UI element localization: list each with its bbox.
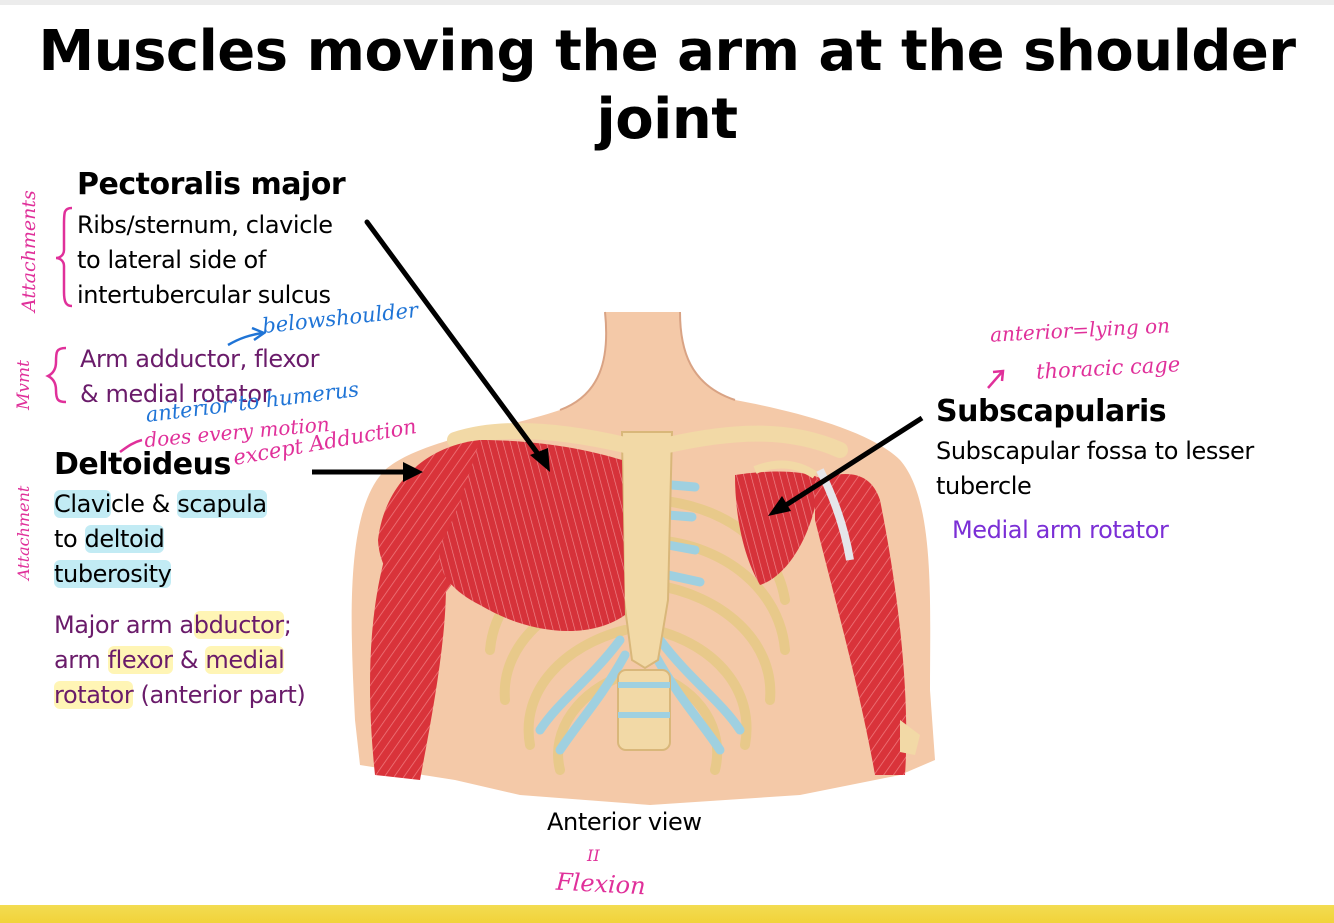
deltoideus-action-line: Major arm abductor; — [54, 608, 305, 643]
pectoralis-attachment-line: to lateral side of — [77, 246, 266, 274]
brace-icon — [45, 346, 67, 404]
text-fragment: cle — [111, 490, 145, 518]
deltoideus-attachment-line: to deltoid — [54, 522, 267, 557]
arrow-icon — [364, 219, 550, 472]
pectoralis-actions: Arm adductor, flexor & medial rotator — [80, 342, 320, 412]
pectoralis-action-line: & medial rotator — [80, 380, 272, 408]
deltoideus-actions: Major arm abductor; arm flexor & medial … — [54, 608, 306, 713]
highlight: bductor — [193, 611, 284, 639]
arrow-icon — [312, 462, 423, 482]
subscapularis-attachment-line: tubercle — [936, 472, 1032, 500]
right-upper-arm-muscle — [815, 474, 907, 775]
sternum — [620, 431, 674, 670]
pectoralis-action-line: Arm adductor, flexor — [80, 345, 320, 373]
text-fragment: ; — [283, 611, 292, 639]
subscapularis-attachment-line: Subscapular fossa to lesser — [936, 437, 1254, 465]
subscapularis-attachments: Subscapular fossa to lesser tubercle — [936, 434, 1254, 504]
left-upper-arm-muscle — [370, 540, 446, 780]
highlight: medial — [205, 646, 285, 674]
figure-caption: Anterior view — [547, 808, 702, 836]
deltoideus-action-line: rotator (anterior part) — [54, 678, 306, 713]
slide-bottom-bar — [0, 905, 1334, 923]
slide-title: Muscles moving the arm at the shoulder j… — [0, 18, 1334, 154]
highlight: scapula — [177, 490, 267, 518]
text-fragment: & — [172, 646, 206, 674]
annotation-equals-sign: II — [587, 846, 600, 865]
text-fragment: (anterior part) — [133, 681, 306, 709]
pectoralis-heading: Pectoralis major — [77, 167, 346, 202]
title-line-2: joint — [596, 87, 739, 152]
highlight: deltoid — [84, 525, 165, 553]
pectoralis-attachment-line: Ribs/sternum, clavicle — [77, 211, 333, 239]
deltoideus-action-line: arm flexor & medial — [54, 643, 305, 678]
deltoideus-heading: Deltoideus — [54, 447, 231, 482]
highlight: Clavi — [54, 490, 112, 518]
right-clavicle — [660, 425, 848, 458]
vertebrae — [617, 669, 671, 751]
brace-icon — [55, 206, 73, 308]
slide-top-border — [0, 0, 1334, 5]
subscapularis-muscle — [735, 471, 820, 585]
title-line-1: Muscles moving the arm at the shoulder — [38, 19, 1296, 84]
deltoideus-attachments: Clavicle & scapula to deltoid tuberosity — [54, 487, 267, 592]
highlight: tuberosity — [54, 560, 172, 588]
annotation-attachments: Attachments — [18, 190, 40, 312]
annotation-attachment: Attachment — [14, 485, 33, 580]
text-fragment: & — [144, 490, 178, 518]
costal-cartilage — [535, 480, 745, 755]
highlight: flexor — [107, 646, 173, 674]
deltoideus-attachment-line: Clavicle & scapula — [54, 487, 267, 522]
pectoralis-major-muscle — [439, 440, 625, 632]
deltoideus-attachment-line: tuberosity — [54, 557, 267, 592]
left-clavicle — [447, 422, 633, 453]
arrow-icon — [768, 415, 924, 516]
annotation-mvmt: Mvmt — [14, 360, 34, 410]
pectoralis-attachment-line: intertubercular sulcus — [77, 281, 331, 309]
text-fragment: to — [54, 525, 85, 553]
highlight: rotator — [54, 681, 134, 709]
subscapularis-heading: Subscapularis — [936, 394, 1167, 429]
text-fragment: Major arm a — [54, 611, 194, 639]
annotation-flexion: Flexion — [555, 867, 647, 901]
subscapularis-action: Medial arm rotator — [952, 516, 1169, 544]
pectoralis-attachments: Ribs/sternum, clavicle to lateral side o… — [77, 208, 333, 313]
text-fragment: arm — [54, 646, 108, 674]
